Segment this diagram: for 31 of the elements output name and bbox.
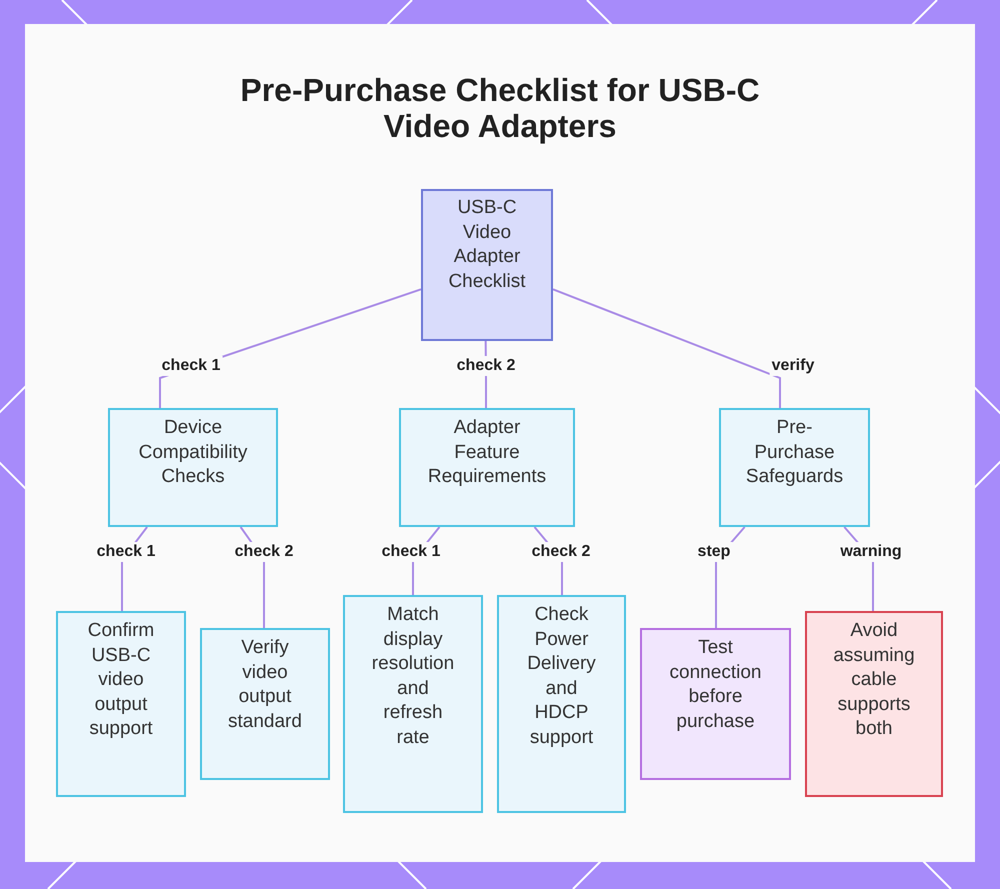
category-box bbox=[399, 408, 575, 527]
checklist-item-box bbox=[343, 595, 483, 813]
node-label: Check Power Delivery and HDCP support bbox=[526, 603, 597, 750]
node-label: Test connection before purchase bbox=[668, 636, 762, 734]
edge-label: verify bbox=[770, 356, 816, 376]
edge-label: warning bbox=[838, 542, 904, 562]
edge-label: check 1 bbox=[380, 542, 442, 562]
checklist-item-box bbox=[200, 628, 330, 780]
category-box bbox=[719, 408, 870, 527]
edge-label: check 1 bbox=[94, 542, 158, 562]
node-label: Adapter Feature Requirements bbox=[426, 416, 548, 489]
edge-label: check 1 bbox=[160, 356, 222, 376]
edge-label: step bbox=[696, 542, 732, 562]
connector-line bbox=[552, 288, 781, 408]
node-label: USB-C Video Adapter Checklist bbox=[447, 196, 527, 294]
node-label: Device Compatibility Checks bbox=[138, 416, 248, 489]
node-label: Confirm USB-C video output support bbox=[86, 619, 156, 741]
checklist-item-box bbox=[56, 611, 186, 797]
node-label: Pre-Purchase Safeguards bbox=[744, 416, 844, 489]
node-label: Match display resolution and refresh rate bbox=[370, 603, 456, 750]
checklist-item-box bbox=[497, 595, 626, 813]
warning-box bbox=[805, 611, 943, 797]
node-label: Avoid assuming cable supports both bbox=[832, 619, 916, 741]
edge-label: check 2 bbox=[232, 542, 296, 562]
category-box bbox=[108, 408, 278, 527]
topic-box bbox=[421, 189, 553, 341]
edge-label: check 2 bbox=[530, 542, 592, 562]
edge-label: check 2 bbox=[454, 356, 518, 376]
step-box bbox=[640, 628, 791, 780]
node-label: Verify video output standard bbox=[227, 636, 303, 734]
diagram-title: Pre-Purchase Checklist for USB-C Video Adapters bbox=[239, 72, 761, 144]
